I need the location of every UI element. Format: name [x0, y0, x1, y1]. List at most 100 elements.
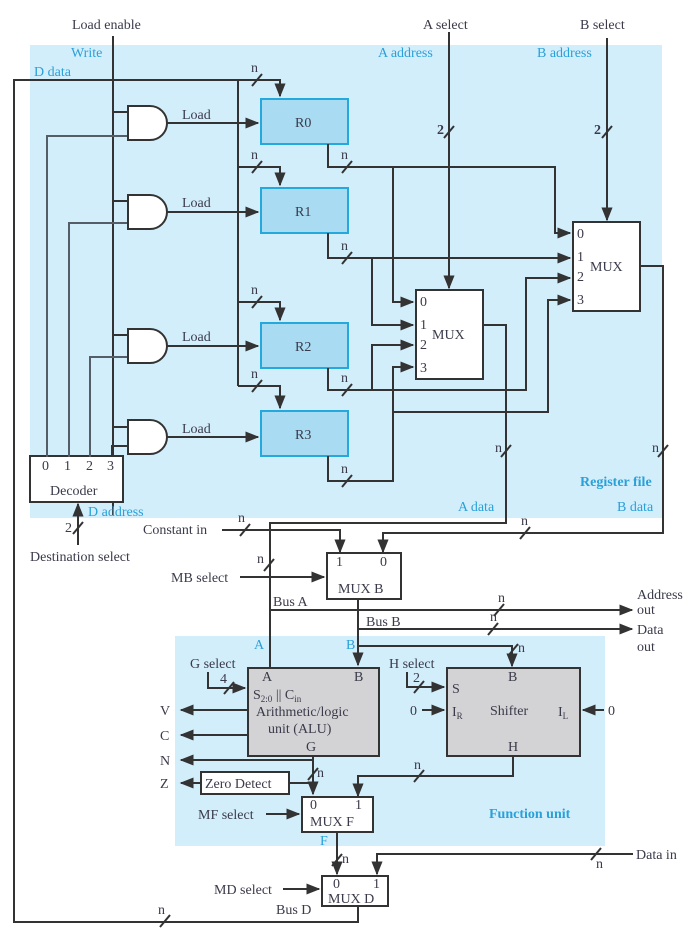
svg-text:B: B: [508, 670, 517, 685]
decoder-out-2: 2: [86, 459, 93, 474]
svg-text:0: 0: [420, 295, 427, 310]
decoder-out-3-wire: [111, 445, 128, 457]
svg-text:n: n: [341, 462, 348, 477]
svg-text:3: 3: [577, 293, 584, 308]
svg-text:3: 3: [420, 361, 427, 376]
r2-data-wire: [238, 301, 286, 322]
svg-text:R2: R2: [295, 340, 311, 355]
data-in-wire: [371, 853, 633, 876]
r1-output-wire: [327, 233, 572, 264]
mf-select-label: MF select: [198, 808, 254, 823]
a-select-slash: [443, 125, 455, 139]
bus-d-label: Bus D: [276, 903, 311, 918]
svg-text:MUX D: MUX D: [328, 892, 374, 907]
load-label-3: Load: [182, 422, 211, 437]
svg-text:H: H: [508, 740, 518, 755]
svg-text:n: n: [341, 148, 348, 163]
alu-box: A B S2:0 || Cin Arithmetic/logic unit (A…: [247, 667, 380, 757]
b-select-slash: [601, 125, 613, 139]
svg-text:n: n: [251, 283, 258, 298]
md-select-label: MD select: [214, 883, 272, 898]
register-r2: R2: [260, 322, 349, 369]
svg-text:1: 1: [336, 555, 343, 570]
constant-in-label: Constant in: [143, 523, 207, 538]
svg-text:n: n: [498, 591, 505, 606]
svg-text:n: n: [251, 367, 258, 382]
b-data-label: B data: [617, 500, 654, 515]
r2-to-mux-a: [371, 339, 415, 390]
shifter-zero-left: 0: [410, 704, 417, 719]
a-address-label: A address: [378, 46, 433, 61]
svg-text:R3: R3: [295, 428, 311, 443]
svg-text:MUX F: MUX F: [310, 815, 354, 830]
svg-text:S: S: [452, 682, 460, 697]
svg-text:0: 0: [310, 798, 317, 813]
d-data-label: D data: [34, 65, 72, 80]
svg-text:4: 4: [220, 672, 227, 687]
svg-text:S2:0 || Cin: S2:0 || Cin: [253, 688, 302, 704]
mb-select-label: MB select: [171, 571, 228, 586]
svg-text:0: 0: [333, 877, 340, 892]
and-gate-1: [127, 194, 168, 230]
svg-text:MUX: MUX: [432, 328, 465, 343]
and-gate-2: [127, 328, 168, 364]
svg-text:G: G: [306, 740, 316, 755]
function-unit-f-label: F: [320, 834, 328, 849]
b-address-label: B address: [537, 46, 592, 61]
svg-text:R1: R1: [295, 205, 311, 220]
address-out-label-2: out: [637, 603, 655, 618]
register-r1: R1: [260, 187, 349, 234]
mux-d-box: 0 1 MUX D: [321, 875, 389, 907]
g-select-label: G select: [190, 657, 236, 672]
mux-f-box: 0 1 MUX F: [301, 796, 374, 833]
mux-b-regfile: 0 1 2 3 MUX: [572, 221, 641, 312]
a-data-label: A data: [458, 500, 495, 515]
svg-text:0: 0: [577, 227, 584, 242]
r3-to-mux-b: [393, 294, 572, 413]
and-gate-3: [127, 419, 168, 455]
svg-text:n: n: [521, 514, 528, 529]
data-out-label-1: Data: [637, 623, 664, 638]
write-label: Write: [71, 46, 102, 61]
svg-text:1: 1: [355, 798, 362, 813]
flag-c-label: C: [160, 729, 169, 744]
shifter-box: B S IR Shifter IL H: [446, 667, 581, 757]
r3-output-wire: [327, 361, 415, 482]
svg-text:MUX: MUX: [590, 260, 623, 275]
bus-b-to-shifter-wire: [358, 645, 518, 668]
svg-text:1: 1: [420, 318, 427, 333]
register-r3: R3: [260, 410, 349, 457]
decoder-out-0: 0: [42, 459, 49, 474]
decoder-box: [29, 455, 124, 503]
shifter-output-wire: [352, 756, 514, 798]
r3-data-wire: [238, 385, 286, 410]
load-enable-label: Load enable: [72, 18, 141, 33]
load-label-1: Load: [182, 196, 211, 211]
b-data-wire: [377, 265, 664, 554]
svg-text:n: n: [238, 511, 245, 526]
r1-data-wire: [238, 166, 286, 187]
data-in-label: Data in: [636, 848, 677, 863]
decoder-label: Decoder: [50, 484, 98, 499]
load-label-0: Load: [182, 108, 211, 123]
svg-text:R0: R0: [295, 116, 311, 131]
svg-text:IR: IR: [452, 705, 463, 721]
register-file-title: Register file: [580, 475, 652, 490]
svg-text:IL: IL: [558, 705, 568, 721]
register-r0: R0: [260, 98, 349, 145]
svg-text:n: n: [257, 552, 264, 567]
svg-text:0: 0: [380, 555, 387, 570]
svg-text:unit (ALU): unit (ALU): [268, 722, 332, 737]
svg-text:n: n: [251, 61, 258, 76]
flag-v-label: V: [160, 704, 170, 719]
shifter-zero-right: 0: [608, 704, 615, 719]
r1-to-mux-a: [371, 258, 415, 331]
svg-text:2: 2: [420, 338, 427, 353]
d-address-label: D address: [88, 505, 144, 520]
a-select-label: A select: [423, 18, 468, 33]
g-select-wire: [207, 672, 247, 694]
mux-b-box: 1 0 MUX B: [326, 552, 402, 600]
and-gate-0: [127, 105, 168, 141]
svg-text:A: A: [262, 670, 273, 685]
decoder-out-0-wire: [46, 135, 128, 457]
